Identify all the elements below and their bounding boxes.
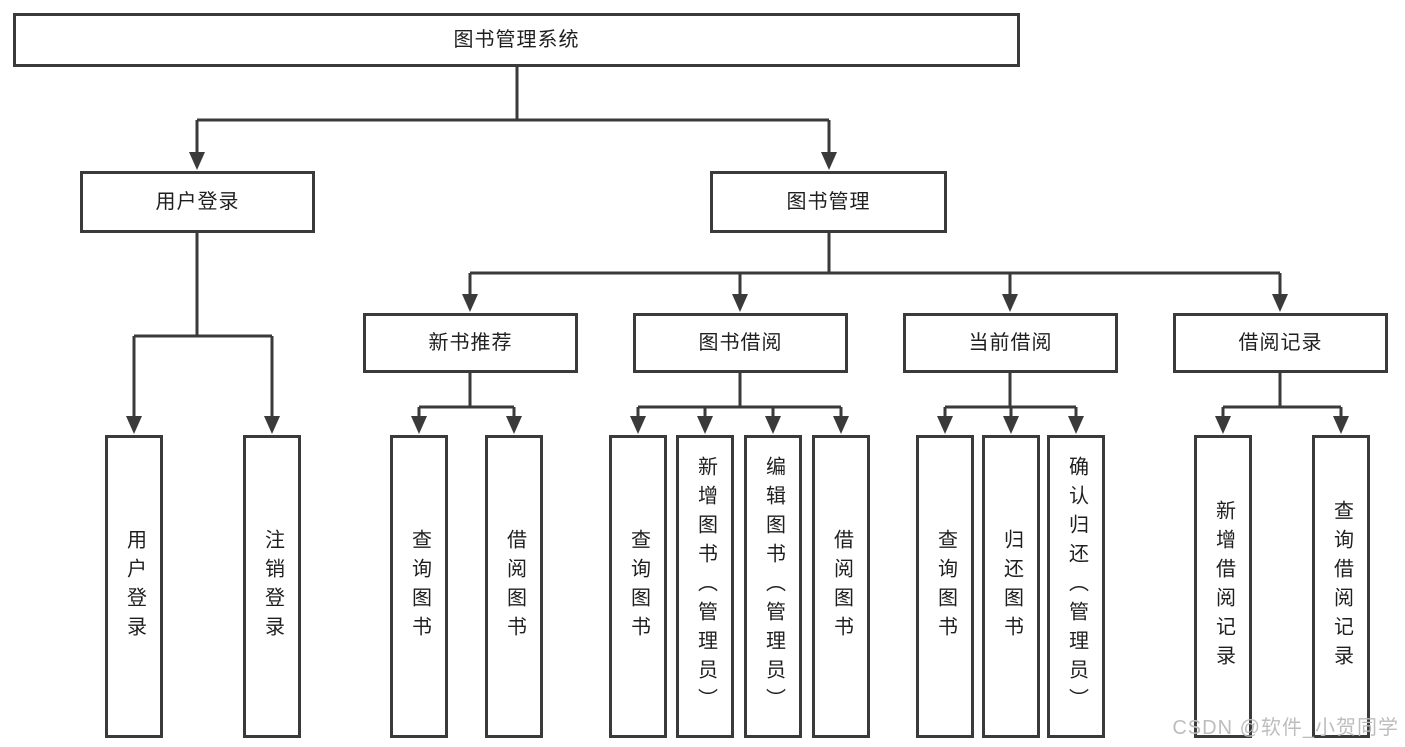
arrowhead-icon	[411, 416, 427, 434]
csdn-watermark: CSDN @软件_小贺同学	[1172, 717, 1399, 739]
node-user-login-label: 用户登录	[155, 190, 240, 213]
connector-borrow-records-to-leaves	[1215, 373, 1349, 434]
leaf-add-book-admin: 新增图书（管理员）	[676, 435, 734, 738]
leaf-borrow-books-recommend-label: 借阅图书	[503, 528, 526, 645]
connector-new-book-to-leaves	[411, 373, 522, 434]
leaf-return-books-label: 归还图书	[1000, 528, 1023, 645]
arrowhead-icon	[264, 416, 280, 434]
leaf-return-books: 归还图书	[982, 435, 1040, 738]
arrowhead-icon	[630, 416, 646, 434]
arrowhead-icon	[1215, 416, 1231, 434]
arrowhead-icon	[462, 294, 478, 312]
leaf-query-borrow-record-label: 查询借阅记录	[1330, 499, 1353, 674]
leaf-query-books-current-label: 查询图书	[934, 528, 957, 645]
leaf-edit-book-admin: 编辑图书（管理员）	[744, 435, 802, 738]
leaf-logout-label: 注销登录	[261, 528, 284, 645]
node-borrowing-records: 借阅记录	[1173, 313, 1388, 373]
node-book-management-label: 图书管理	[786, 190, 871, 213]
arrowhead-icon	[126, 416, 142, 434]
leaf-query-books-recommend-label: 查询图书	[408, 528, 431, 645]
arrowhead-icon	[506, 416, 522, 434]
arrowhead-icon	[189, 152, 205, 170]
leaf-query-borrow-record: 查询借阅记录	[1312, 435, 1370, 738]
leaf-confirm-return-admin: 确认归还（管理员）	[1047, 435, 1105, 738]
leaf-logout: 注销登录	[243, 435, 301, 738]
node-borrowing-records-label: 借阅记录	[1238, 331, 1323, 354]
leaf-borrow-books-borrowing-label: 借阅图书	[830, 528, 853, 645]
connector-user-login-to-leaves	[126, 233, 280, 434]
node-current-borrowing: 当前借阅	[903, 313, 1118, 373]
arrowhead-icon	[732, 294, 748, 312]
node-user-login: 用户登录	[80, 171, 315, 233]
leaf-edit-book-admin-label: 编辑图书（管理员）	[762, 456, 785, 717]
leaf-query-books-recommend: 查询图书	[390, 435, 448, 738]
node-book-borrowing-label: 图书借阅	[698, 331, 783, 354]
connector-book-borrow-to-leaves	[630, 373, 849, 434]
leaf-user-login-label: 用户登录	[123, 528, 146, 645]
leaf-query-books-borrowing: 查询图书	[609, 435, 667, 738]
arrowhead-icon	[937, 416, 953, 434]
arrowhead-icon	[1068, 416, 1084, 434]
arrowhead-icon	[821, 152, 837, 170]
arrowhead-icon	[1002, 294, 1018, 312]
node-root-label: 图书管理系统	[453, 28, 580, 51]
leaf-confirm-return-admin-label: 确认归还（管理员）	[1065, 456, 1088, 717]
arrowhead-icon	[1003, 416, 1019, 434]
arrowhead-icon	[765, 416, 781, 434]
connector-current-borrow-to-leaves	[937, 373, 1084, 434]
connector-root-to-level2	[189, 67, 837, 170]
arrowhead-icon	[1272, 294, 1288, 312]
node-new-book-recommendation: 新书推荐	[363, 313, 578, 373]
leaf-add-borrow-record-label: 新增借阅记录	[1212, 499, 1235, 674]
leaf-user-login: 用户登录	[105, 435, 163, 738]
node-new-book-recommendation-label: 新书推荐	[428, 331, 513, 354]
leaf-add-borrow-record: 新增借阅记录	[1194, 435, 1252, 738]
leaf-borrow-books-borrowing: 借阅图书	[812, 435, 870, 738]
node-root: 图书管理系统	[13, 13, 1020, 67]
leaf-borrow-books-recommend: 借阅图书	[485, 435, 543, 738]
node-current-borrowing-label: 当前借阅	[968, 331, 1053, 354]
leaf-query-books-borrowing-label: 查询图书	[627, 528, 650, 645]
connector-book-mgmt-to-level3	[462, 233, 1288, 312]
node-book-borrowing: 图书借阅	[633, 313, 848, 373]
node-book-management: 图书管理	[710, 171, 947, 233]
leaf-add-book-admin-label: 新增图书（管理员）	[694, 456, 717, 717]
arrowhead-icon	[1333, 416, 1349, 434]
arrowhead-icon	[697, 416, 713, 434]
leaf-query-books-current: 查询图书	[916, 435, 974, 738]
arrowhead-icon	[833, 416, 849, 434]
